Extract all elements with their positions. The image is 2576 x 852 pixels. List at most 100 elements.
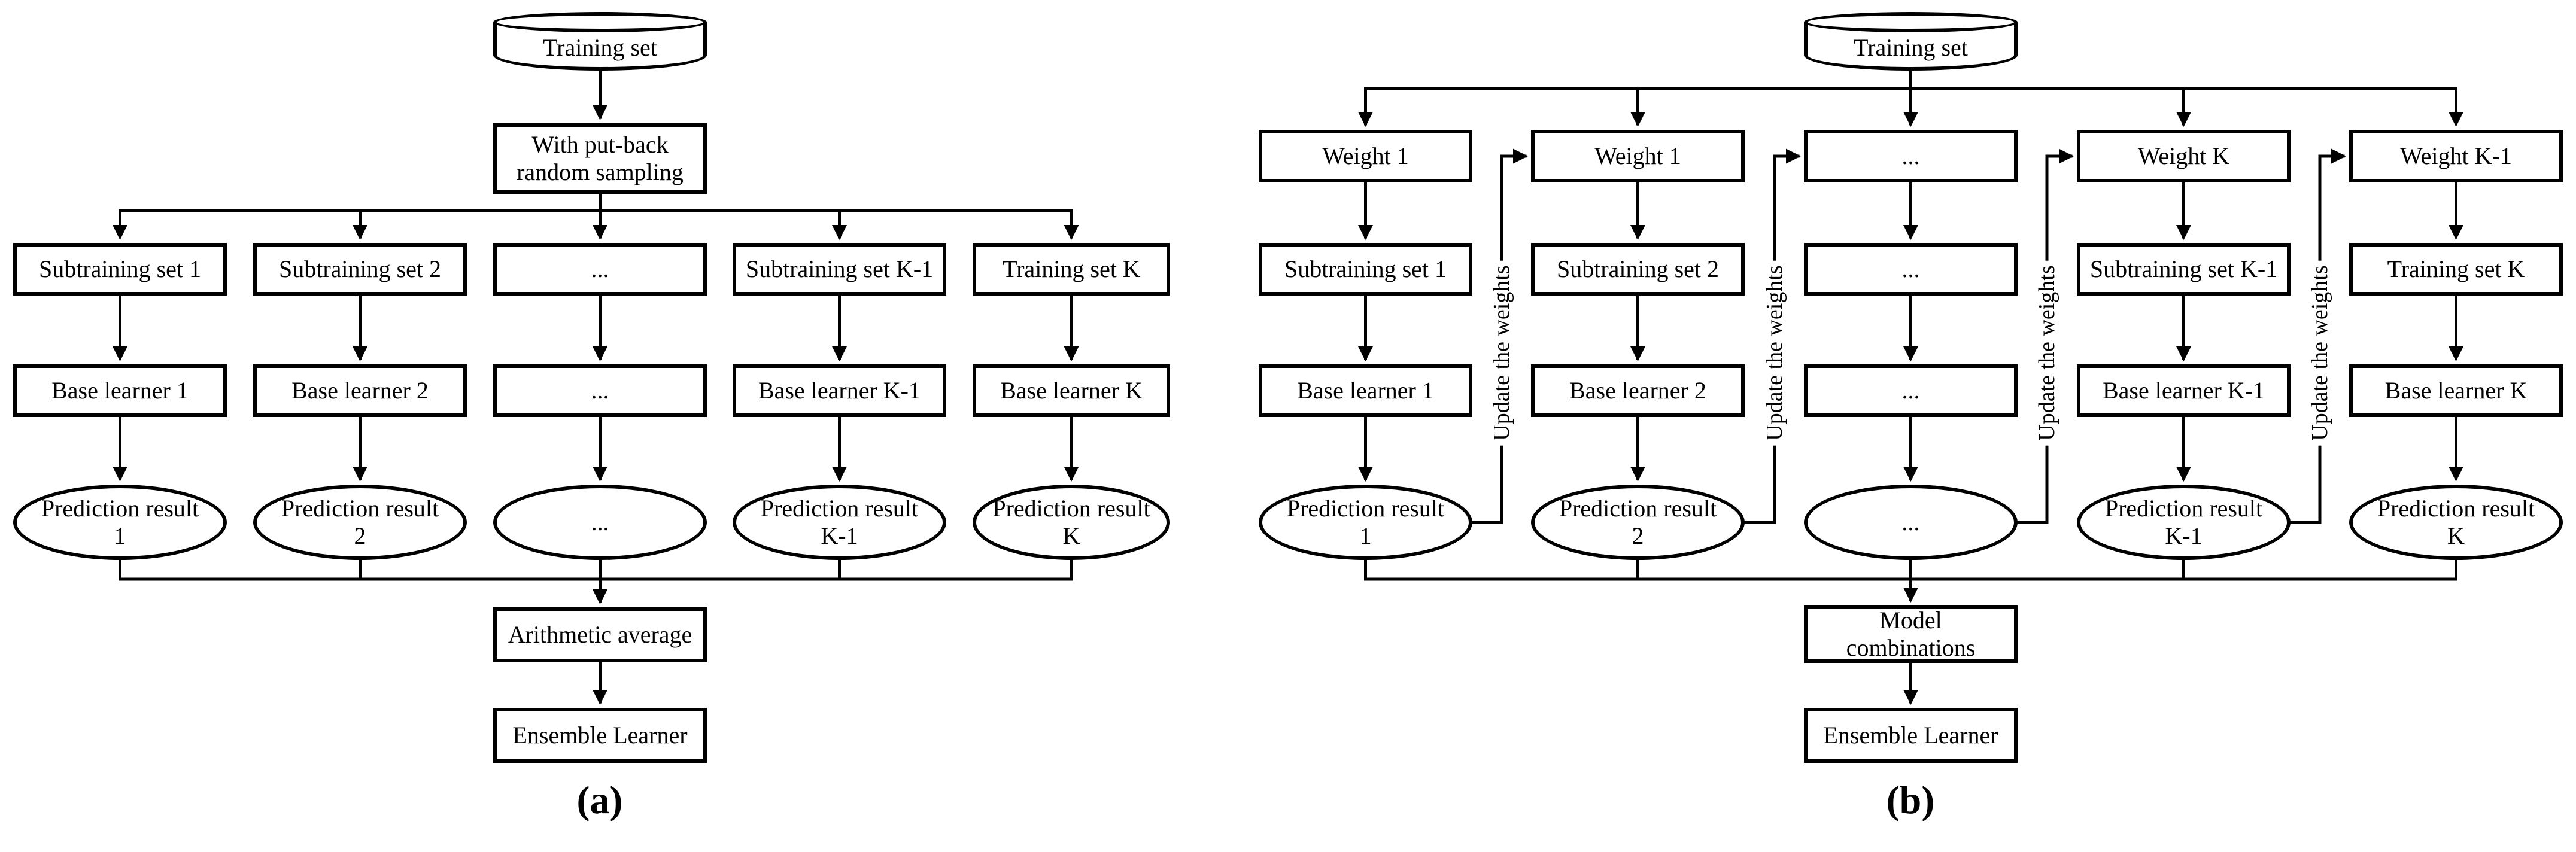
base-learner-box-a5: Base learner K [973,364,1170,417]
prediction-result-line1: Prediction result [760,494,919,522]
base-learner-label: Base learner K-1 [2103,376,2265,404]
update-weights-label-2: Update the weights [1761,260,1788,446]
training-set-k-label: Training set K [2387,255,2525,282]
update-weights-label-3: Update the weights [2034,260,2060,446]
model-combinations-box: Model combinations [1804,605,2018,663]
ensemble-learner-box-b: Ensemble Learner [1804,708,2018,763]
base-learner-label: ... [1901,376,1920,404]
subtraining-set-label: Subtraining set 1 [1284,255,1447,282]
prediction-result-line2: K-1 [821,522,858,549]
caption-b: (b) [1886,778,1935,822]
subtraining-set-box-b1: Subtraining set 1 [1259,243,1472,296]
prediction-result-ellipse-b3: ... [1804,485,2018,560]
prediction-result-line2: 1 [114,522,126,549]
base-learner-box-a4: Base learner K-1 [733,364,946,417]
base-learner-label: Base learner 2 [291,376,429,404]
sampling-line2: random sampling [517,159,684,185]
prediction-result-line2: K-1 [2165,522,2203,549]
subtraining-set-box-a1: Subtraining set 1 [13,243,227,296]
training-set-k-label: Training set K [1003,255,1140,282]
prediction-result-line1: Prediction result [41,494,199,522]
base-learner-label: Base learner K-1 [758,376,921,404]
weight-box-b2: Weight 1 [1531,130,1745,182]
base-learner-box-a3: ... [493,364,707,417]
base-learner-label: ... [591,376,609,404]
subtraining-set-box-a4: Subtraining set K-1 [733,243,946,296]
model-combinations-line2: combinations [1846,634,1976,661]
subtraining-set-label: Subtraining set K-1 [2089,255,2278,282]
base-learner-box-b3: ... [1804,364,2018,417]
subtraining-set-box-b4: Subtraining set K-1 [2077,243,2291,296]
prediction-result-line2: K [2447,522,2465,549]
subtraining-set-label: Subtraining set 2 [278,255,442,282]
prediction-result-line1: ... [1901,508,1920,535]
prediction-result-ellipse-a1: Prediction result 1 [13,485,227,560]
subtraining-set-label: Subtraining set 2 [1556,255,1720,282]
subtraining-set-box-b3: ... [1804,243,2018,296]
subtraining-set-label: ... [591,255,609,282]
prediction-result-ellipse-b1: Prediction result 1 [1259,485,1472,560]
base-learner-box-a1: Base learner 1 [13,364,227,417]
sampling-box-a: With put-back random sampling [493,123,707,194]
weight-box-b3: ... [1804,130,2018,182]
prediction-result-line1: Prediction result [1286,494,1445,522]
prediction-result-line2: K [1062,522,1080,549]
base-learner-label: Base learner 1 [51,376,189,404]
prediction-result-ellipse-a3: ... [493,485,707,560]
weight-label: ... [1901,142,1920,169]
prediction-result-ellipse-b5: Prediction result K [2349,485,2563,560]
prediction-result-ellipse-b4: Prediction result K-1 [2077,485,2291,560]
prediction-result-line1: Prediction result [281,494,439,522]
prediction-result-line1: Prediction result [992,494,1150,522]
training-set-cylinder-a: Training set [493,12,707,71]
prediction-result-ellipse-a2: Prediction result 2 [253,485,467,560]
update-weights-label-1: Update the weights [1489,260,1515,446]
prediction-result-line2: 2 [354,522,366,549]
weight-label: Weight K [2137,142,2230,169]
prediction-result-ellipse-a4: Prediction result K-1 [733,485,946,560]
weight-box-b1: Weight 1 [1259,130,1472,182]
sampling-line1: With put-back [531,130,669,158]
base-learner-label: Base learner K [1000,376,1143,404]
subtraining-set-label: Subtraining set K-1 [745,255,934,282]
weight-box-b5: Weight K-1 [2349,130,2563,182]
prediction-result-line1: ... [591,508,609,535]
base-learner-label: Base learner 2 [1569,376,1706,404]
base-learner-box-b2: Base learner 2 [1531,364,1745,417]
base-learner-label: Base learner K [2384,376,2528,404]
weight-label: Weight 1 [1594,142,1681,169]
prediction-result-ellipse-a5: Prediction result K [973,485,1170,560]
training-set-cylinder-b: Training set [1804,12,2018,71]
caption-a: (a) [576,778,623,822]
weight-label: Weight 1 [1322,142,1409,169]
prediction-result-line1: Prediction result [2104,494,2263,522]
subtraining-set-box-b2: Subtraining set 2 [1531,243,1745,296]
update-weights-label-4: Update the weights [2307,260,2333,446]
prediction-result-ellipse-b2: Prediction result 2 [1531,485,1745,560]
ensemble-learner-label: Ensemble Learner [1823,721,1998,748]
weight-label: Weight K-1 [2400,142,2512,169]
base-learner-box-b5: Base learner K [2349,364,2563,417]
prediction-result-line2: 2 [1632,522,1644,549]
training-set-label-a: Training set [543,34,657,61]
prediction-result-line2: 1 [1359,522,1372,549]
subtraining-set-label: ... [1901,255,1920,282]
subtraining-set-label: Subtraining set 1 [38,255,202,282]
training-set-k-box-a5: Training set K [973,243,1170,296]
base-learner-box-b4: Base learner K-1 [2077,364,2291,417]
ensemble-learner-box-a: Ensemble Learner [493,708,707,763]
base-learner-label: Base learner 1 [1297,376,1434,404]
base-learner-box-a2: Base learner 2 [253,364,467,417]
weight-box-b4: Weight K [2077,130,2291,182]
training-set-k-box-b5: Training set K [2349,243,2563,296]
subtraining-set-box-a2: Subtraining set 2 [253,243,467,296]
ensemble-learner-label: Ensemble Learner [512,721,688,748]
arithmetic-average-box: Arithmetic average [493,607,707,662]
prediction-result-line1: Prediction result [2377,494,2535,522]
base-learner-box-b1: Base learner 1 [1259,364,1472,417]
subtraining-set-box-a3: ... [493,243,707,296]
training-set-label-b: Training set [1854,34,1968,61]
model-combinations-line1: Model [1879,606,1942,634]
